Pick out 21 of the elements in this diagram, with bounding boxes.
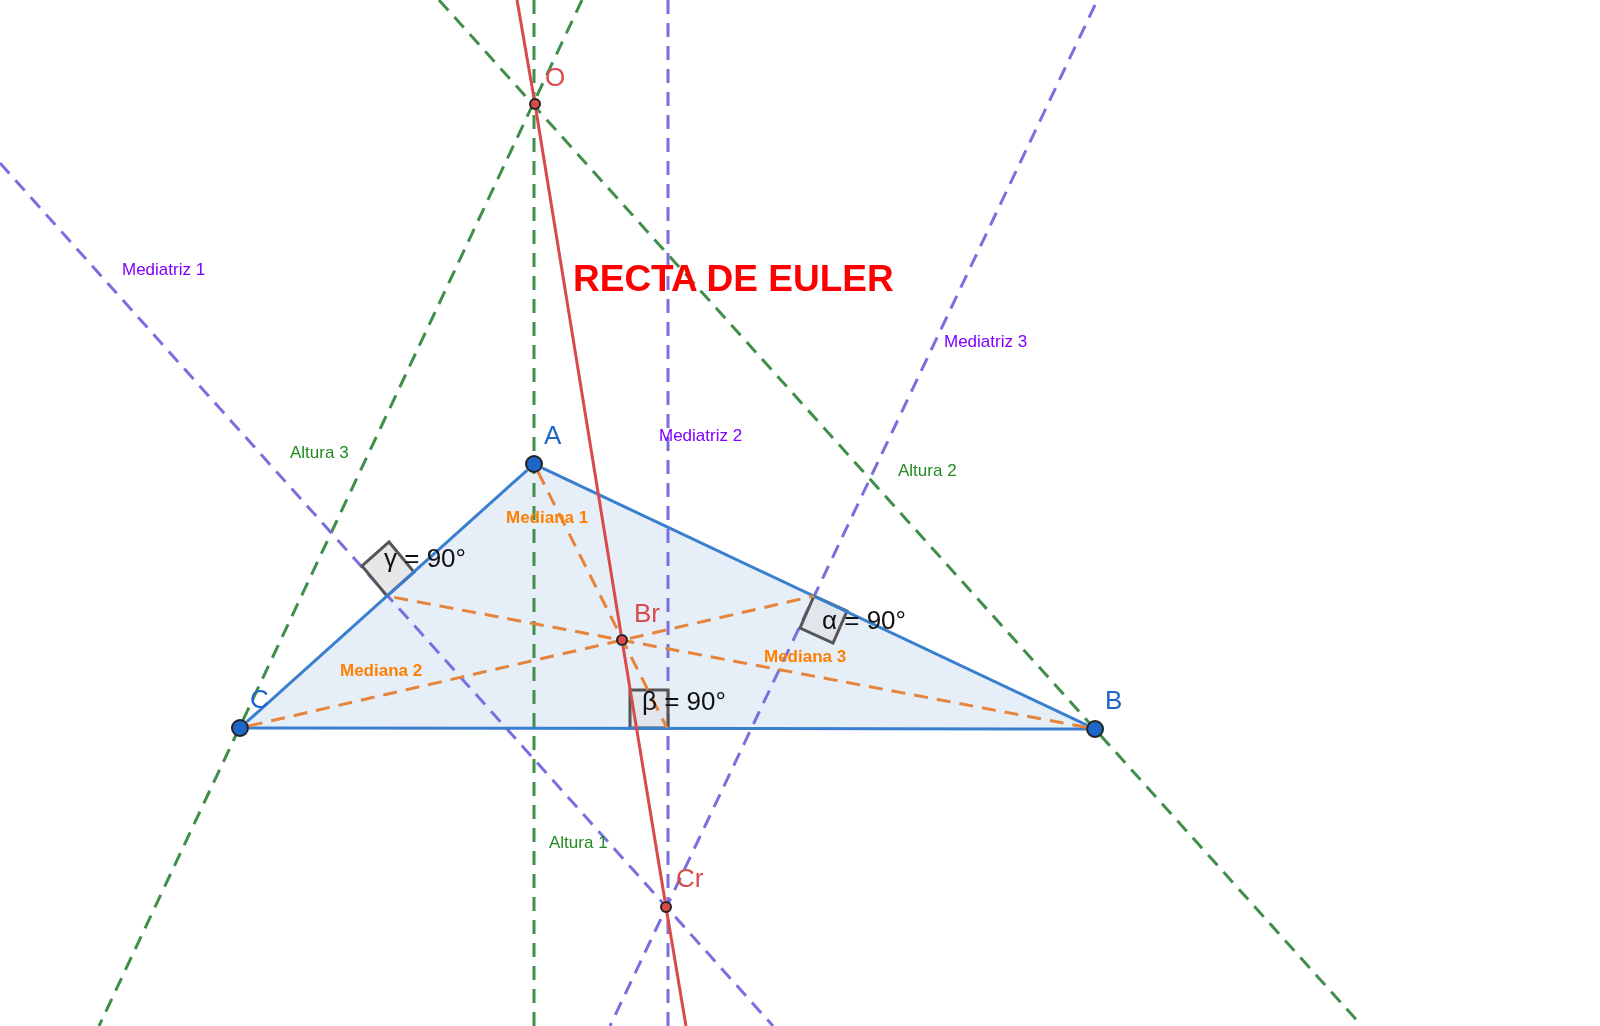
- point-label: B: [1105, 687, 1123, 713]
- line-label: Altura 2: [898, 462, 957, 479]
- angle-label: γ = 90°: [384, 545, 466, 571]
- line-label: Mediana 3: [764, 648, 847, 665]
- line-label: Altura 3: [290, 444, 349, 461]
- euler-line: [534, 109, 623, 635]
- median-line: [536, 471, 669, 729]
- line-label: Mediatriz 1: [122, 261, 206, 278]
- line-label: Mediana 2: [340, 662, 423, 679]
- point-label: Br: [634, 600, 660, 626]
- line-label: Mediatriz 2: [659, 427, 743, 444]
- line-label: Mediatriz 3: [944, 333, 1028, 350]
- title: RECTA DE EULER: [573, 260, 894, 297]
- triangle-side: [249, 726, 1086, 731]
- point-label: A: [544, 422, 562, 448]
- point-label: Cr: [676, 865, 704, 891]
- median-line: [248, 594, 815, 728]
- euler-line: [621, 645, 667, 902]
- point-label: O: [545, 64, 566, 90]
- angle-label: α = 90°: [822, 607, 906, 633]
- line-label: Altura 1: [549, 834, 608, 851]
